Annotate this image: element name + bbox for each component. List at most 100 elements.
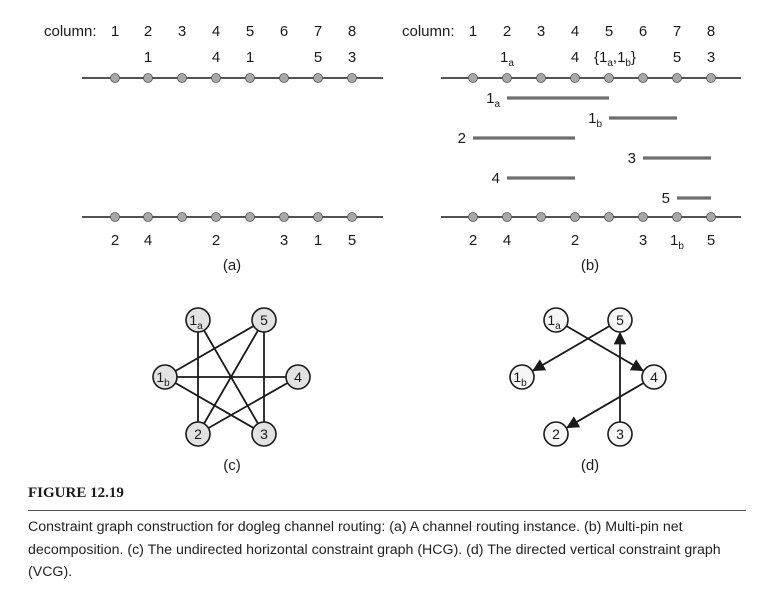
column-number: 2 xyxy=(144,23,152,40)
bottom-pin-dot xyxy=(638,212,648,222)
bottom-pin-dot xyxy=(706,212,716,222)
top-pin-label: 3 xyxy=(707,49,715,66)
bottom-pin-dot xyxy=(279,212,289,222)
bottom-pin-dot xyxy=(110,212,120,222)
column-number: 4 xyxy=(212,23,220,40)
top-pin-label: 1a xyxy=(500,49,514,69)
top-pin-dot xyxy=(672,73,682,83)
graph-node-label: 3 xyxy=(616,426,624,442)
top-pin-dot xyxy=(706,73,716,83)
graph-node-label: 2 xyxy=(194,426,202,442)
column-number: 7 xyxy=(314,23,322,40)
top-pin-label: 3 xyxy=(348,49,356,66)
top-pin-label: 1 xyxy=(144,49,152,66)
column-number: 1 xyxy=(111,23,119,40)
net-label: 5 xyxy=(662,190,670,207)
bottom-pin-dot xyxy=(604,212,614,222)
bottom-pin-label: 3 xyxy=(639,232,647,249)
panel-a-caption: (a) xyxy=(223,257,241,274)
undirected-edge xyxy=(164,376,265,435)
net-label: 4 xyxy=(492,170,500,187)
top-pin-dot xyxy=(570,73,580,83)
graph-node xyxy=(509,364,535,390)
top-pin-dot xyxy=(468,73,478,83)
bottom-pin-label: 2 xyxy=(212,232,220,249)
column-number: 3 xyxy=(178,23,186,40)
graph-node xyxy=(641,364,667,390)
column-number: 2 xyxy=(503,23,511,40)
graph-node xyxy=(251,307,277,333)
bottom-pin-dot xyxy=(536,212,546,222)
graph-node-label: 4 xyxy=(294,369,302,385)
column-number: 5 xyxy=(605,23,613,40)
bottom-pin-label: 5 xyxy=(348,232,356,249)
top-pin-dot xyxy=(177,73,187,83)
graph-node xyxy=(185,307,211,333)
bottom-pin-dot xyxy=(211,212,221,222)
top-pin-label: 4 xyxy=(212,49,220,66)
column-number: 8 xyxy=(348,23,356,40)
bottom-pin-dot xyxy=(245,212,255,222)
bottom-pin-label: 1b xyxy=(670,232,684,252)
column-number: 3 xyxy=(537,23,545,40)
net-label: 1b xyxy=(588,110,602,130)
bottom-pin-dot xyxy=(143,212,153,222)
panel-b-caption: (b) xyxy=(581,257,599,274)
top-pin-label: 1 xyxy=(246,49,254,66)
column-number: 6 xyxy=(639,23,647,40)
graph-node-label: 1a xyxy=(189,312,203,332)
top-pin-dot xyxy=(211,73,221,83)
bottom-pin-dot xyxy=(347,212,357,222)
graph-node xyxy=(607,421,633,447)
column-number: 6 xyxy=(280,23,288,40)
graph-node xyxy=(607,307,633,333)
column-number: 8 xyxy=(707,23,715,40)
figure-title: FIGURE 12.19 xyxy=(28,485,124,501)
top-pin-dot xyxy=(313,73,323,83)
top-pin-label: 4 xyxy=(571,49,579,66)
bottom-pin-dot xyxy=(502,212,512,222)
graph-node xyxy=(251,421,277,447)
bottom-pin-label: 2 xyxy=(469,232,477,249)
bottom-pin-label: 2 xyxy=(571,232,579,249)
graph-node-label: 1b xyxy=(513,369,527,389)
graph-node xyxy=(285,364,311,390)
figure-caption: Constraint graph construction for dogleg… xyxy=(28,519,721,580)
net-label: 2 xyxy=(458,130,466,147)
top-pin-dot xyxy=(536,73,546,83)
top-pin-dot xyxy=(143,73,153,83)
graph-node-label: 3 xyxy=(260,426,268,442)
bottom-pin-label: 2 xyxy=(111,232,119,249)
bottom-pin-label: 1 xyxy=(314,232,322,249)
graph-node xyxy=(185,421,211,447)
graph-node-label: 4 xyxy=(650,369,658,385)
bottom-pin-label: 3 xyxy=(280,232,288,249)
bottom-pin-label: 4 xyxy=(503,232,511,249)
net-label: 3 xyxy=(628,150,636,167)
graph-node-label: 5 xyxy=(616,312,624,328)
column-word-label: column: xyxy=(44,23,97,40)
column-number: 7 xyxy=(673,23,681,40)
panel-d-caption: (d) xyxy=(581,457,599,474)
graph-node-label: 5 xyxy=(260,312,268,328)
graph-node-label: 1a xyxy=(547,312,561,332)
graph-node xyxy=(543,421,569,447)
bottom-pin-dot xyxy=(468,212,478,222)
top-pin-label: 5 xyxy=(673,49,681,66)
column-word-label: column: xyxy=(402,23,455,40)
bottom-pin-label: 5 xyxy=(707,232,715,249)
graph-node xyxy=(543,307,569,333)
net-label: 1a xyxy=(486,90,500,110)
column-number: 5 xyxy=(246,23,254,40)
directed-edge xyxy=(565,325,644,372)
top-pin-label: 5 xyxy=(314,49,322,66)
bottom-pin-dot xyxy=(570,212,580,222)
bottom-pin-dot xyxy=(177,212,187,222)
bottom-pin-dot xyxy=(313,212,323,222)
top-pin-dot xyxy=(279,73,289,83)
graph-node-label: 1b xyxy=(156,369,170,389)
top-pin-dot xyxy=(502,73,512,83)
